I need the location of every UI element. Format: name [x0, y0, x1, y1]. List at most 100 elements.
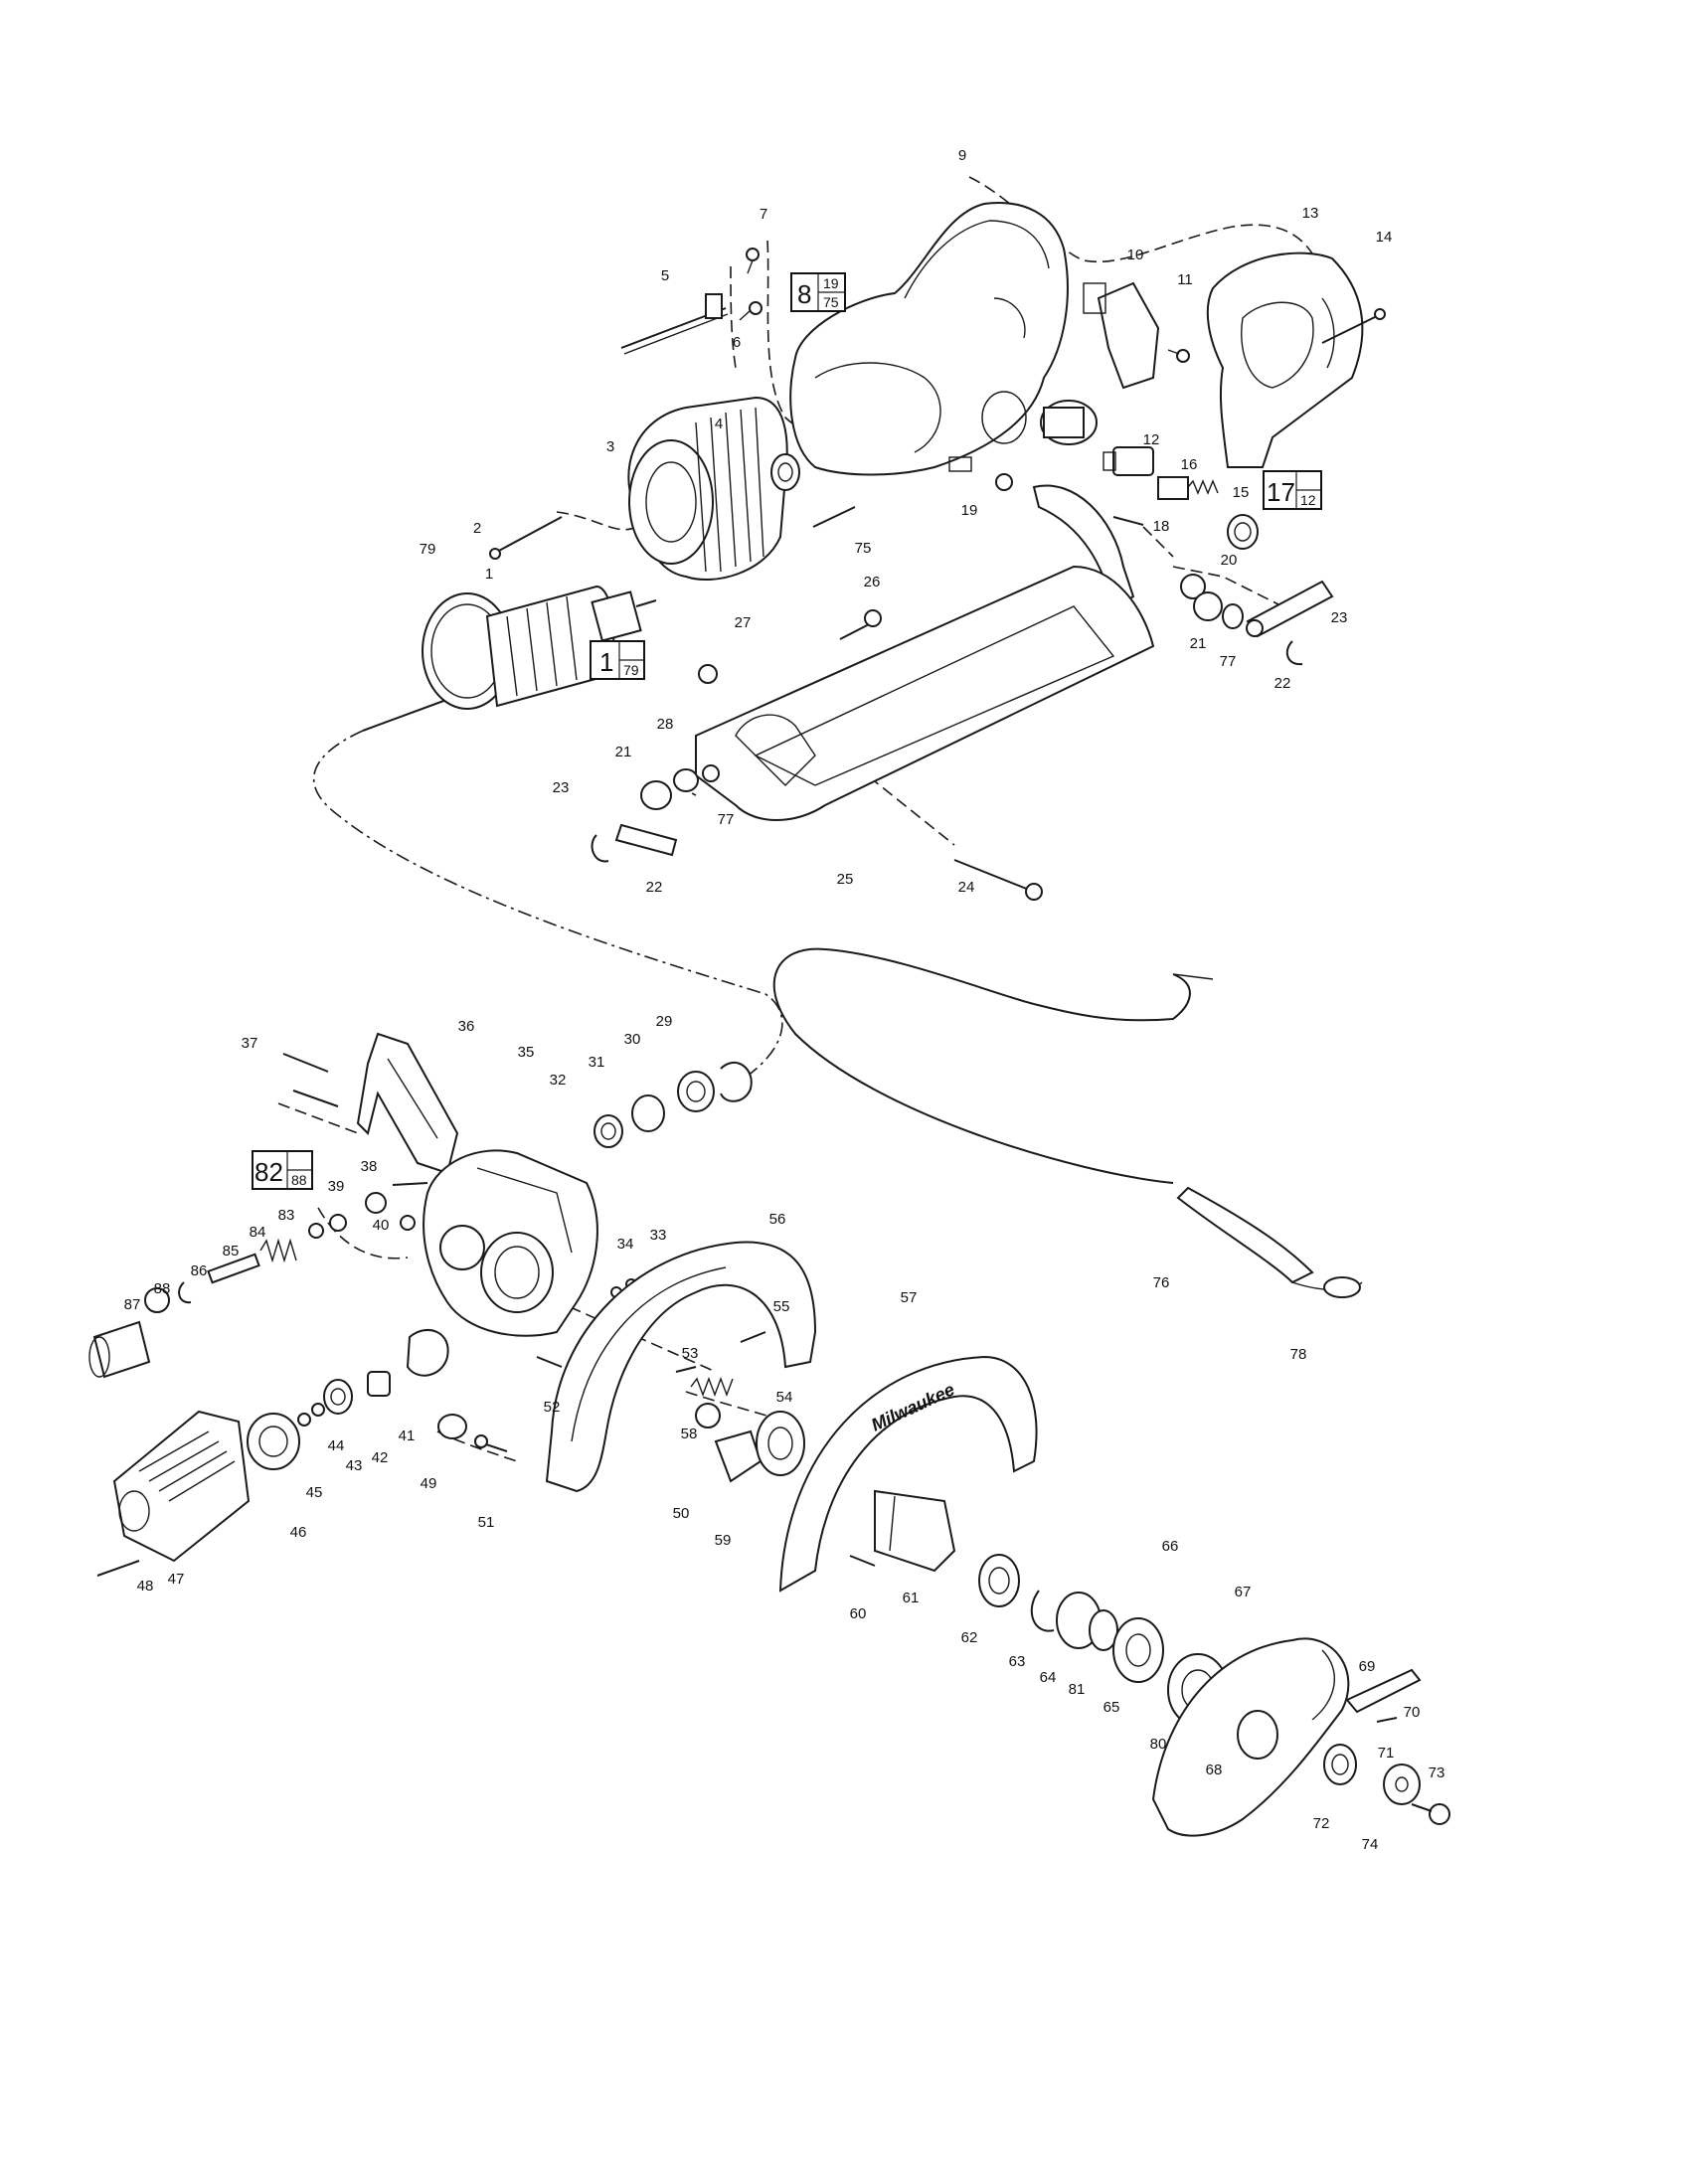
- part-number-label: 75: [855, 540, 872, 557]
- part-number-label: 16: [1181, 456, 1198, 473]
- part-68-inner-flange: [1237, 1710, 1278, 1760]
- part-number-label: 63: [1009, 1653, 1026, 1670]
- screw-48: [96, 1560, 140, 1577]
- part-number-label: 54: [776, 1389, 793, 1406]
- part-number-label: 3: [606, 438, 614, 455]
- left-adjust-parts: [591, 764, 720, 863]
- parts-62-66: [978, 1554, 1164, 1683]
- part-number-label: 61: [903, 1590, 920, 1606]
- part-number-label: 38: [361, 1158, 378, 1175]
- part-number-label: 70: [1404, 1704, 1421, 1721]
- part-number-label: 86: [191, 1262, 208, 1279]
- kit-box-1: 1 79: [590, 640, 645, 680]
- part-number-label: 47: [168, 1571, 185, 1588]
- part-number-label: 33: [650, 1227, 667, 1244]
- part-36-handle: [356, 1032, 459, 1175]
- part-number-label: 42: [372, 1449, 389, 1466]
- part-15-brush-cap: [1227, 514, 1259, 550]
- part-number-label: 53: [682, 1345, 699, 1362]
- part-27-nut: [698, 664, 718, 684]
- part-number-label: 51: [478, 1514, 495, 1531]
- part-number-label: 73: [1429, 1764, 1445, 1781]
- part-71-72-flange: [1323, 1744, 1357, 1785]
- part-number-label: 77: [1220, 653, 1237, 670]
- part-12-brush: [1102, 446, 1154, 476]
- part-47-end-cover: [112, 1410, 251, 1563]
- part-number-label: 56: [769, 1211, 786, 1228]
- part-number-label: 55: [773, 1298, 790, 1315]
- part-73-washer: [1383, 1764, 1421, 1805]
- part-number-label: 87: [124, 1296, 141, 1313]
- bearings-29-32: [594, 1062, 753, 1148]
- part-number-label: 24: [958, 879, 975, 896]
- kit-box-8: 8 19 75: [790, 272, 846, 312]
- part-number-label: 39: [328, 1178, 345, 1195]
- part-number-label: 83: [278, 1207, 295, 1224]
- part-16-brush-spring: [1157, 476, 1219, 500]
- part-number-label: 64: [1040, 1669, 1057, 1686]
- part-number-label: 65: [1103, 1699, 1120, 1716]
- part-number-label: 35: [518, 1044, 535, 1061]
- part-number-label: 13: [1302, 205, 1319, 222]
- kit-17-bottom: 12: [1300, 492, 1316, 508]
- part-number-label: 19: [961, 502, 978, 519]
- part-number-label: 18: [1153, 518, 1170, 535]
- part-number-label: 21: [1190, 635, 1207, 652]
- kit-82-bottom: 88: [291, 1172, 307, 1188]
- part-13-handle-cover: [1206, 252, 1364, 468]
- part-number-label: 71: [1378, 1745, 1395, 1762]
- parts-49-51: [437, 1414, 508, 1452]
- part-number-label: 22: [1274, 675, 1291, 692]
- part-number-label: 50: [673, 1505, 690, 1522]
- part-callouts: 1792345679101113141216151819752021772223…: [124, 147, 1445, 1853]
- part-10-switch: [1083, 281, 1160, 390]
- screw-18: [1112, 516, 1144, 526]
- part-number-label: 21: [615, 744, 632, 760]
- screw-6: [739, 301, 763, 321]
- part-58-pin: [695, 1403, 721, 1428]
- part-number-label: 23: [1331, 609, 1348, 626]
- part-number-label: 48: [137, 1578, 154, 1595]
- part-number-label: 11: [1177, 271, 1193, 288]
- kit-8-main: 8: [797, 279, 811, 309]
- part-number-label: 84: [250, 1224, 266, 1241]
- part-number-label: 74: [1362, 1836, 1379, 1853]
- part-number-label: 12: [1143, 431, 1160, 448]
- part-61-spindle: [874, 1489, 956, 1573]
- part-59-gear: [756, 1411, 805, 1476]
- part-number-label: 66: [1162, 1538, 1179, 1555]
- part-number-label: 32: [550, 1072, 567, 1089]
- part-number-label: 10: [1127, 247, 1144, 263]
- part-number-label: 27: [735, 614, 752, 631]
- part-number-label: 2: [473, 520, 481, 537]
- kit-box-17: 17 12: [1263, 470, 1322, 510]
- part-number-label: 72: [1313, 1815, 1330, 1832]
- screw-52: [536, 1356, 563, 1368]
- part-number-label: 67: [1235, 1584, 1252, 1600]
- screw-7: [746, 248, 760, 274]
- screw-14: [1321, 308, 1386, 344]
- part-number-label: 26: [864, 574, 881, 590]
- screw-11: [1167, 349, 1190, 363]
- part-number-label: 69: [1359, 1658, 1376, 1675]
- part-number-label: 62: [961, 1629, 978, 1646]
- part-46-gasket: [247, 1413, 300, 1470]
- part-number-label: 52: [544, 1399, 561, 1416]
- kit-17-main: 17: [1267, 477, 1295, 507]
- part-number-label: 79: [420, 541, 436, 558]
- part-number-label: 5: [661, 267, 669, 284]
- part-number-label: 6: [733, 334, 741, 351]
- part-number-label: 76: [1153, 1274, 1170, 1291]
- part-number-label: 7: [760, 206, 767, 223]
- part-number-label: 57: [901, 1289, 918, 1306]
- part-number-label: 1: [485, 566, 493, 583]
- part-number-label: 20: [1221, 552, 1238, 569]
- part-number-label: 77: [718, 811, 735, 828]
- part-number-label: 29: [656, 1013, 673, 1030]
- part-number-label: 23: [553, 779, 570, 796]
- part-brush-holder-cap: [1040, 400, 1098, 445]
- part-number-label: 60: [850, 1605, 867, 1622]
- kit-8-bottom: 75: [823, 294, 839, 310]
- kit-82-main: 82: [254, 1157, 283, 1187]
- screw-2: [489, 516, 563, 560]
